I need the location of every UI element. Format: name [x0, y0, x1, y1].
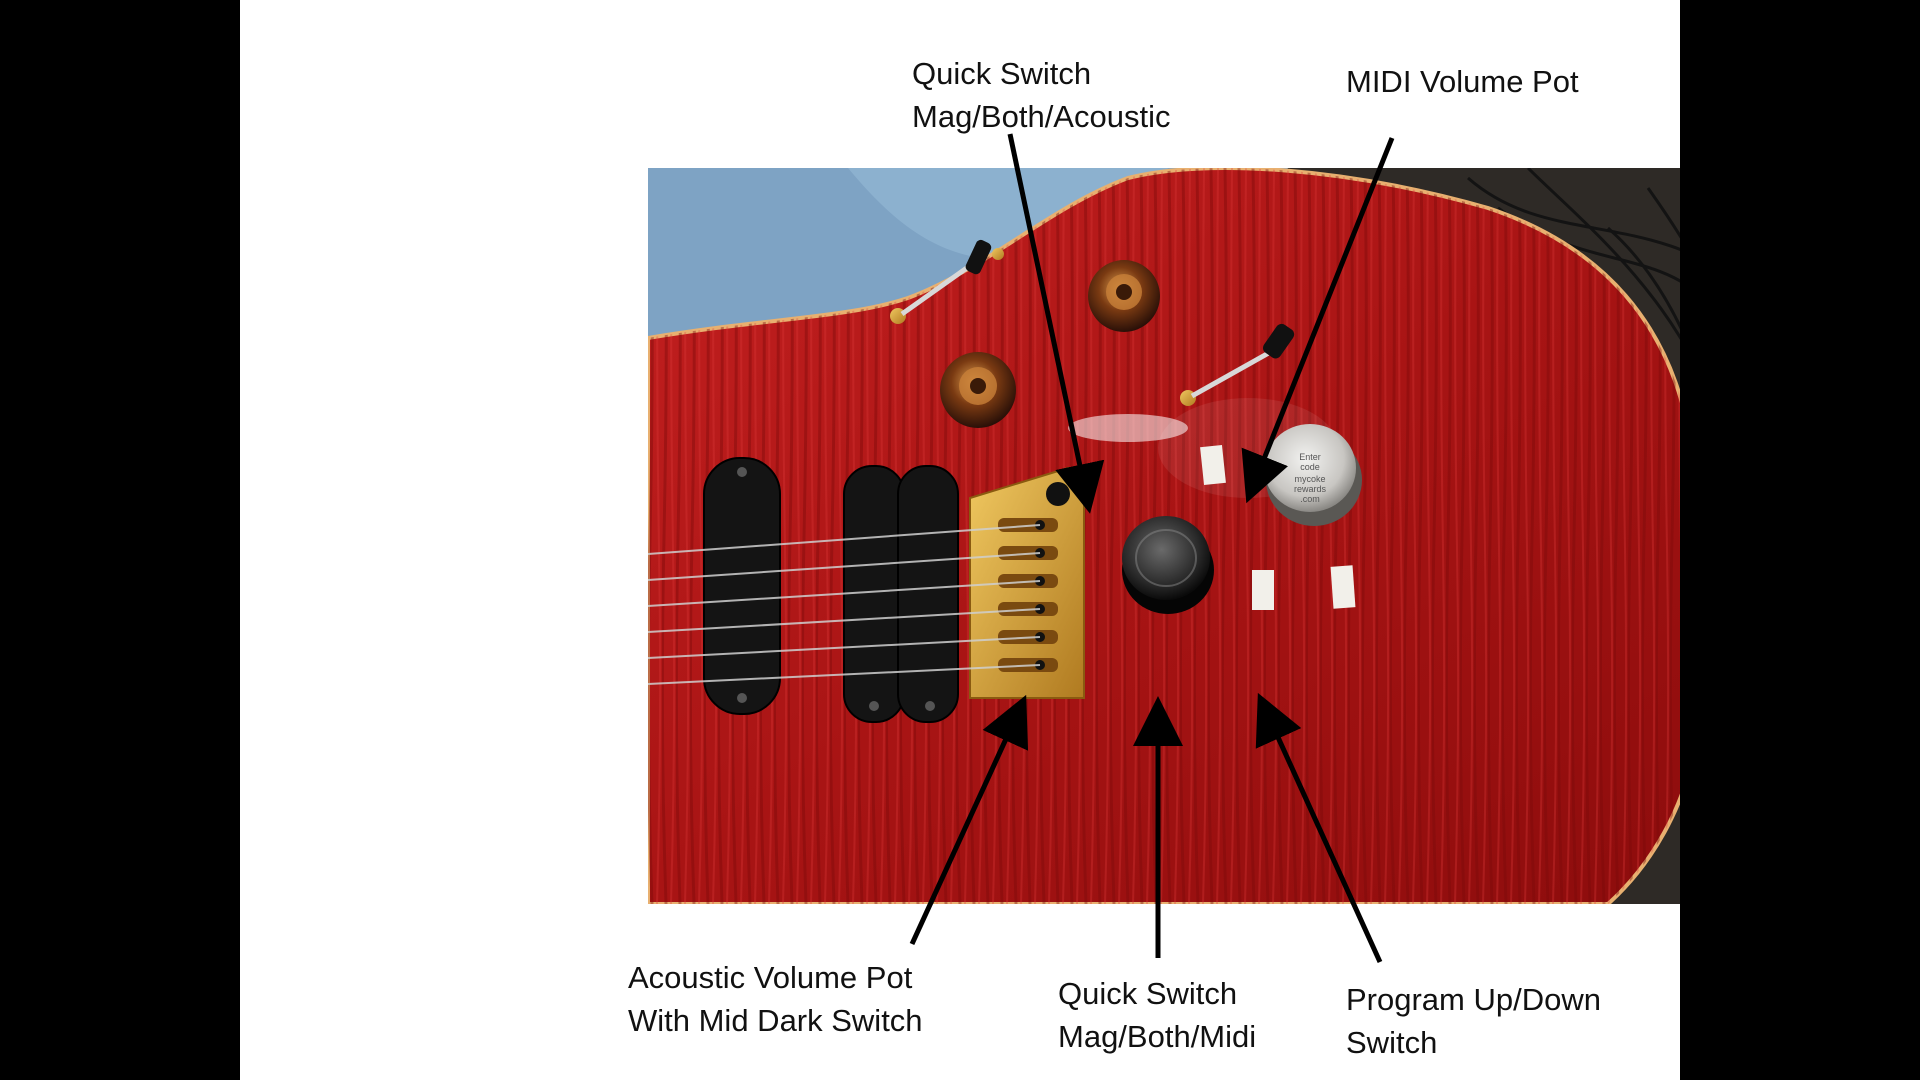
label-line: Mag/Both/Acoustic	[912, 99, 1171, 134]
label-line: Quick Switch	[912, 56, 1092, 91]
label-line: With Mid Dark Switch	[628, 1003, 923, 1038]
guitar-photo: Enter code mycoke rewards .com	[648, 168, 1680, 904]
bridge-pickup	[843, 465, 959, 723]
bridge	[969, 466, 1085, 699]
label-line: Switch	[1346, 1025, 1438, 1060]
label-quick-switch-midi: Quick Switch Mag/Both/Midi	[1058, 972, 1256, 1058]
cap-text-line-3: mycoke	[1294, 474, 1325, 484]
label-line: MIDI Volume Pot	[1346, 64, 1579, 99]
cap-text-line-2: code	[1300, 462, 1320, 472]
label-midi-volume-pot: MIDI Volume Pot	[1346, 60, 1579, 103]
label-quick-switch-acoustic: Quick Switch Mag/Both/Acoustic	[912, 52, 1170, 138]
label-acoustic-volume-pot: Acoustic Volume Pot With Mid Dark Switch	[628, 956, 923, 1042]
guitar-photo-art: Enter code mycoke rewards .com	[648, 168, 1680, 904]
label-program-switch: Program Up/Down Switch	[1346, 978, 1601, 1064]
tone-knob	[1088, 260, 1160, 332]
label-line: Program Up/Down	[1346, 982, 1601, 1017]
slide-canvas: Enter code mycoke rewards .com	[240, 0, 1680, 1080]
strings	[648, 524, 1041, 685]
tape-marker-program-switch	[1330, 565, 1356, 609]
cap-text-line-1: Enter	[1299, 452, 1321, 462]
cap-text-line-5: .com	[1300, 494, 1320, 504]
label-line: Quick Switch	[1058, 976, 1238, 1011]
label-line: Acoustic Volume Pot	[628, 960, 913, 995]
acoustic-volume-cap	[1122, 516, 1214, 614]
tape-marker-quick-switch-acoustic	[1200, 444, 1226, 486]
label-line: Mag/Both/Midi	[1058, 1019, 1257, 1054]
tape-marker-quick-switch-midi	[1252, 570, 1274, 610]
neck-pickup	[703, 457, 781, 715]
toggle-switch-left	[890, 239, 1004, 324]
volume-knob	[940, 352, 1016, 428]
cap-text-line-4: rewards	[1294, 484, 1327, 494]
